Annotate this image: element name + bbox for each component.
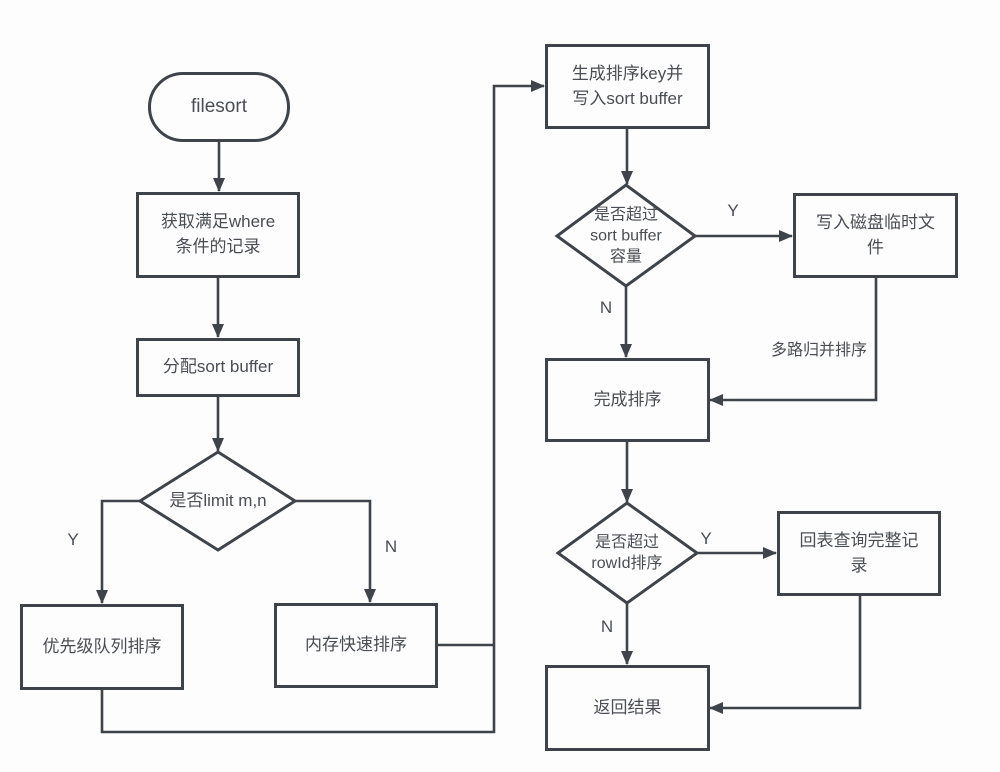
label-buffer-no: N bbox=[599, 298, 613, 317]
disk-temp-file-node: 写入磁盘临时文 件 bbox=[793, 193, 958, 278]
label-merge-sort: 多路归并排序 bbox=[770, 342, 868, 359]
fetch-records-node: 获取满足where 条件的记录 bbox=[136, 192, 300, 278]
label-limit-no: N bbox=[384, 537, 398, 556]
sort-buffer-capacity-diamond-label: 是否超过 sort buffer 容量 bbox=[590, 206, 662, 266]
priority-queue-sort-node: 优先级队列排序 bbox=[20, 604, 184, 690]
label-rowid-yes: Y bbox=[700, 529, 712, 548]
label-buffer-yes: Y bbox=[727, 201, 739, 220]
alloc-sort-buffer-node: 分配sort buffer bbox=[136, 338, 300, 397]
edge-back-table-to-return-result bbox=[709, 596, 862, 714]
edge-priority-queue-to-generate-key bbox=[100, 80, 545, 734]
label-rowid-no: N bbox=[600, 617, 614, 636]
edge-limit-yes-to-priority-queue bbox=[96, 499, 140, 604]
edge-temp-file-to-finish-sort bbox=[709, 278, 878, 406]
back-table-query-node: 回表查询完整记 录 bbox=[777, 511, 941, 596]
start-node: filesort bbox=[148, 72, 290, 142]
return-result-node: 返回结果 bbox=[545, 665, 710, 751]
generate-sort-key-node: 生成排序key并 写入sort buffer bbox=[545, 44, 710, 129]
limit-check-diamond-label: 是否limit m,n bbox=[169, 490, 267, 510]
rowid-check-diamond-label: 是否超过 rowId排序 bbox=[591, 533, 663, 572]
finish-sort-node: 完成排序 bbox=[545, 358, 710, 442]
label-limit-yes: Y bbox=[67, 530, 79, 549]
edge-limit-no-to-quicksort bbox=[295, 499, 376, 603]
limit-check-diamond-shape bbox=[137, 450, 298, 552]
memory-quicksort-node: 内存快速排序 bbox=[274, 603, 438, 688]
